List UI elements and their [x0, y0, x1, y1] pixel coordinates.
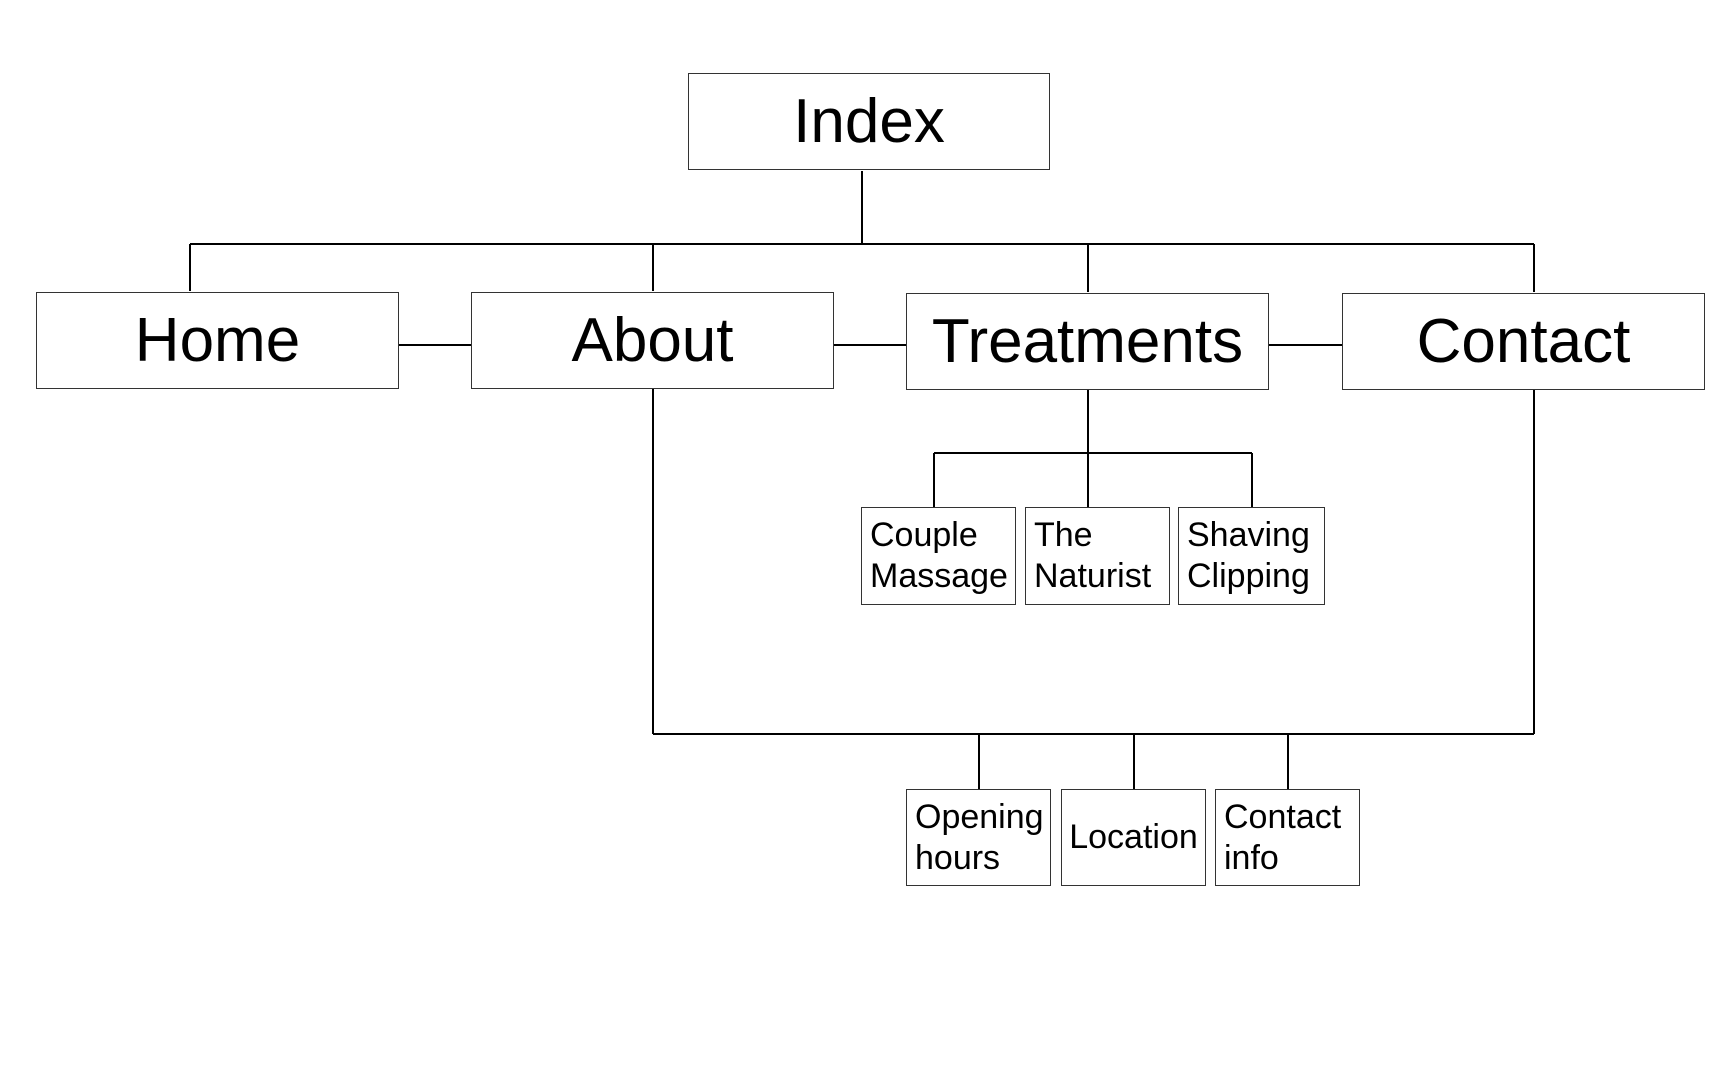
node-contact: Contact	[1342, 293, 1705, 390]
node-about: About	[471, 292, 834, 389]
node-index-label: Index	[793, 87, 945, 156]
node-location-label: Location	[1069, 818, 1198, 856]
node-index: Index	[688, 73, 1050, 170]
node-opening-hours: Opening hours	[906, 789, 1051, 886]
node-treatments-label: Treatments	[931, 307, 1244, 376]
node-contact-info: Contact info	[1215, 789, 1360, 886]
node-shaving-clipping: Shaving Clipping	[1178, 507, 1325, 605]
node-contact-info-label: Contact info	[1224, 797, 1342, 877]
node-couple-massage: Couple Massage	[861, 507, 1016, 605]
node-couple-massage-label: Couple Massage	[870, 516, 1008, 595]
node-contact-label: Contact	[1416, 307, 1631, 376]
node-location: Location	[1061, 789, 1206, 886]
node-the-naturist-label: The Naturist	[1034, 516, 1152, 595]
node-shaving-clipping-label: Shaving Clipping	[1187, 516, 1310, 595]
node-opening-hours-label: Opening hours	[915, 797, 1044, 877]
node-home-label: Home	[134, 306, 301, 375]
node-home: Home	[36, 292, 399, 389]
node-the-naturist: The Naturist	[1025, 507, 1170, 605]
node-about-label: About	[571, 306, 734, 375]
node-treatments: Treatments	[906, 293, 1269, 390]
